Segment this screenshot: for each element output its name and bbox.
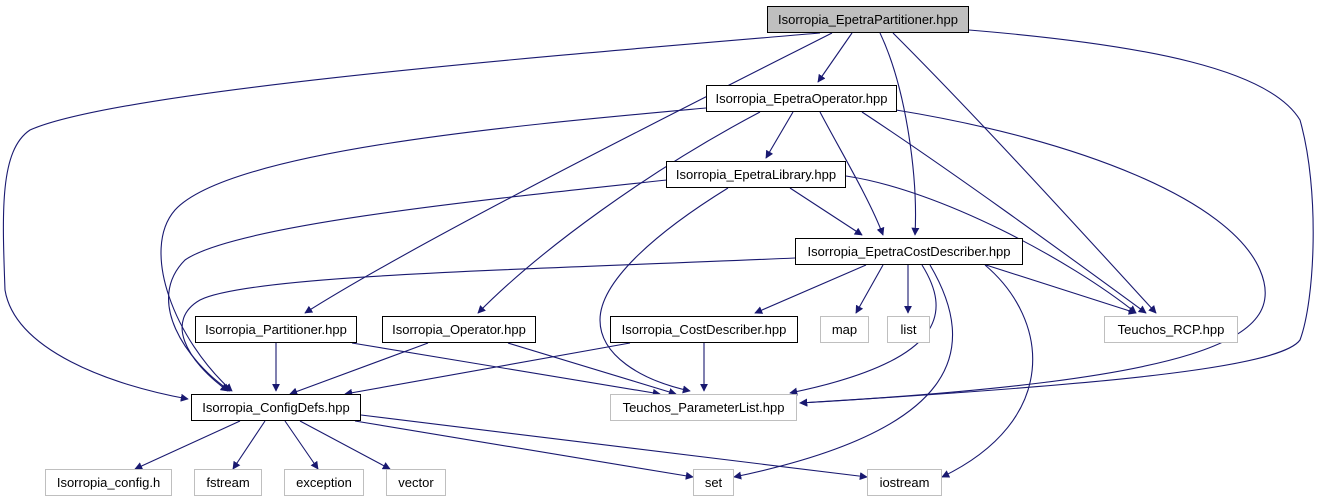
edge-config-defs-to-exception — [284, 420, 319, 470]
node-epetra-library[interactable]: Isorropia_EpetraLibrary.hpp — [666, 161, 846, 188]
edge-epetra-cost-describer-to-teuchos-rcp — [985, 264, 1137, 315]
edge-config-defs-to-set — [354, 420, 694, 480]
edge-epetra-partitioner-to-epetra-operator — [817, 32, 853, 83]
node-set[interactable]: set — [693, 469, 734, 496]
edge-config-defs-to-fstream — [232, 420, 266, 470]
node-config-defs[interactable]: Isorropia_ConfigDefs.hpp — [191, 394, 361, 421]
node-map[interactable]: map — [820, 316, 869, 343]
node-vector[interactable]: vector — [386, 469, 446, 496]
node-operator[interactable]: Isorropia_Operator.hpp — [382, 316, 536, 343]
edge-epetra-partitioner-to-teuchos-parameter-list — [799, 29, 1314, 407]
node-epetra-operator[interactable]: Isorropia_EpetraOperator.hpp — [706, 85, 897, 112]
edge-epetra-library-to-teuchos-parameter-list — [599, 187, 729, 394]
edge-epetra-operator-to-teuchos-parameter-list — [799, 109, 1266, 407]
edge-epetra-partitioner-to-teuchos-rcp — [892, 32, 1157, 314]
edge-epetra-cost-describer-to-cost-describer — [754, 264, 867, 314]
node-epetra-cost-describer[interactable]: Isorropia_EpetraCostDescriber.hpp — [795, 238, 1023, 265]
node-teuchos-rcp[interactable]: Teuchos_RCP.hpp — [1104, 316, 1238, 343]
edge-operator-to-teuchos-parameter-list — [507, 342, 677, 396]
node-fstream[interactable]: fstream — [194, 469, 262, 496]
dependency-edges — [2, 29, 1314, 481]
edge-epetra-library-to-epetra-cost-describer — [789, 187, 863, 236]
edge-config-defs-to-iostream — [360, 414, 868, 481]
edge-epetra-library-to-config-defs — [168, 179, 668, 392]
edge-epetra-cost-describer-to-config-defs — [181, 257, 796, 392]
edge-epetra-cost-describer-to-iostream — [941, 264, 1034, 478]
edge-epetra-library-to-teuchos-rcp — [845, 175, 1137, 314]
node-list[interactable]: list — [887, 316, 930, 343]
edge-epetra-operator-to-teuchos-rcp — [861, 111, 1147, 314]
edge-epetra-cost-describer-to-set — [733, 264, 954, 480]
node-teuchos-parameter-list[interactable]: Teuchos_ParameterList.hpp — [610, 394, 797, 421]
edge-epetra-partitioner-to-epetra-cost-describer — [879, 32, 920, 236]
edge-epetra-operator-to-operator — [477, 111, 761, 314]
edge-cost-describer-to-config-defs — [344, 342, 631, 397]
edge-epetra-operator-to-epetra-cost-describer — [819, 111, 885, 236]
node-exception[interactable]: exception — [284, 469, 364, 496]
node-partitioner[interactable]: Isorropia_Partitioner.hpp — [195, 316, 357, 343]
node-iostream[interactable]: iostream — [867, 469, 942, 496]
edge-epetra-partitioner-to-partitioner — [304, 32, 833, 314]
edge-epetra-operator-to-epetra-library — [765, 111, 794, 159]
node-config-h[interactable]: Isorropia_config.h — [45, 469, 172, 496]
edge-config-defs-to-vector — [299, 420, 391, 470]
edge-epetra-operator-to-config-defs — [160, 107, 707, 392]
edge-epetra-cost-describer-to-map — [855, 264, 884, 314]
edge-operator-to-config-defs — [289, 342, 429, 396]
edge-epetra-partitioner-to-config-defs — [2, 32, 821, 402]
edge-config-defs-to-config-h — [134, 420, 241, 470]
node-cost-describer[interactable]: Isorropia_CostDescriber.hpp — [610, 316, 798, 343]
edge-partitioner-to-teuchos-parameter-list — [351, 342, 661, 397]
node-epetra-partitioner[interactable]: Isorropia_EpetraPartitioner.hpp — [767, 6, 969, 33]
